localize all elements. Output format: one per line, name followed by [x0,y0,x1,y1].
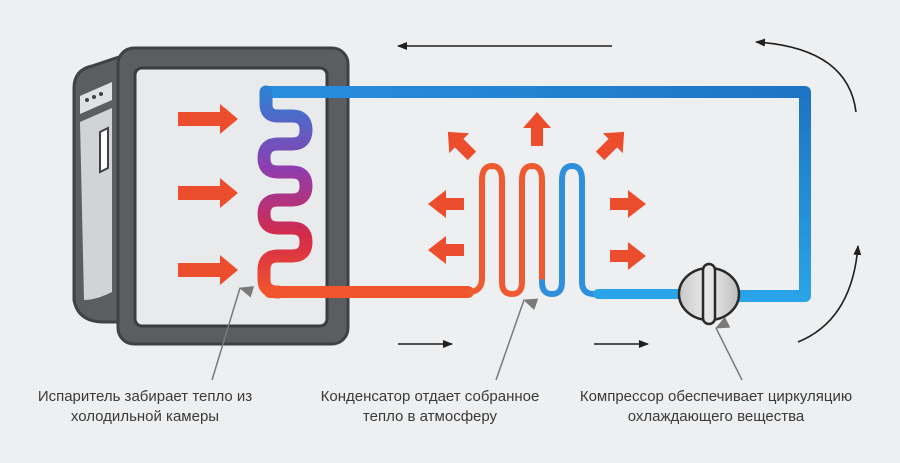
condenser-caption-line1: Конденсатор отдает собранное [320,388,540,405]
indicator-light-icon [85,98,89,102]
heat-arrow-up-left-icon [447,131,477,161]
indicator-light-icon [99,92,103,96]
heat-arrow-right-icon [178,255,238,285]
heat-inflow-arrows [178,104,238,285]
door-handle-icon [99,126,109,174]
condenser-caption-line2: тепло в атмосферу [362,408,498,425]
flow-direction-arrows [397,38,862,348]
compressor [677,262,741,326]
condenser-coil-cold [539,163,603,297]
indicator-light-icon [92,95,96,99]
evaporator-caption: Испаритель забирает тепло из холодильной… [20,387,270,427]
heat-arrow-right-icon [178,104,238,134]
condenser-pointer [495,298,539,381]
evaporator-caption-line2: холодильной камеры [70,408,220,425]
heat-arrow-right-icon [610,242,646,270]
condenser-caption: Конденсатор отдает собранное тепло в атм… [300,387,560,427]
compressor-pointer [715,316,743,381]
flow-arrow-curve-top-icon [755,38,857,113]
compressor-caption: Компрессор обеспечивает циркуляцию охлаж… [566,387,866,427]
evaporator-caption-line1: Испаритель забирает тепло из [37,388,253,405]
evaporator-coil [257,85,313,299]
condenser-coil-hot [465,163,545,297]
heat-arrow-left-icon [428,236,464,264]
evaporator-pointer [211,286,255,381]
refrigerant-circuit [257,85,811,302]
right-pipe [729,89,811,302]
heat-arrow-up-right-icon [595,131,625,161]
heat-outflow-arrows [428,112,646,270]
compressor-caption-line1: Компрессор обеспечивает циркуляцию [579,388,853,405]
callout-pointers [211,286,743,381]
heat-arrow-right-icon [610,190,646,218]
compressor-caption-line2: охлаждающего вещества [627,408,805,425]
flow-arrow-curve-bottom-icon [797,245,862,343]
compressor-band [701,262,717,326]
heat-arrow-right-icon [178,178,238,208]
heat-arrow-left-icon [428,190,464,218]
heat-arrow-up-icon [523,112,551,146]
